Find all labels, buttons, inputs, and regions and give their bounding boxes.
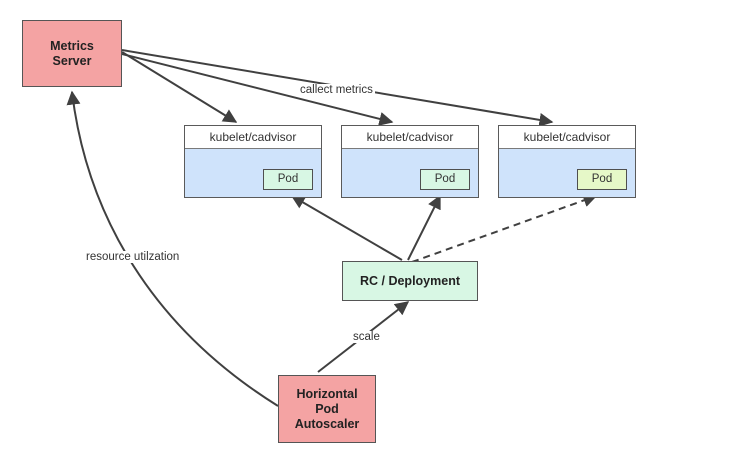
metrics-server-box: Metrics Server <box>22 20 122 87</box>
resource-utilization-label: resource utilzation <box>84 251 182 263</box>
kubelet-node-3-title: kubelet/cadvisor <box>499 126 635 149</box>
kubelet-node-2: kubelet/cadvisor Pod <box>341 125 479 198</box>
kubelet-node-1-body: Pod <box>185 149 321 197</box>
kubelet-node-3-body: Pod <box>499 149 635 197</box>
arrow-metrics-to-node-2 <box>121 53 394 126</box>
arrow-deployment-to-pod-3-dashed <box>411 193 598 263</box>
rc-deployment-label: RC / Deployment <box>359 274 460 288</box>
collect-metrics-label: callect metrics <box>298 84 375 96</box>
pod-1: Pod <box>263 169 313 190</box>
metrics-server-label: Metrics Server <box>50 38 94 68</box>
rc-deployment-box: RC / Deployment <box>342 261 478 301</box>
hpa-box: Horizontal Pod Autoscaler <box>278 375 376 443</box>
pod-3-new: Pod <box>577 169 627 190</box>
hpa-label: Horizontal Pod Autoscaler <box>294 386 360 431</box>
kubelet-node-1: kubelet/cadvisor Pod <box>184 125 322 198</box>
kubelet-node-2-title: kubelet/cadvisor <box>342 126 478 149</box>
arrow-deployment-to-pod-1 <box>290 195 403 261</box>
kubelet-node-2-body: Pod <box>342 149 478 197</box>
arrow-deployment-to-pod-2 <box>407 194 441 261</box>
kubelet-node-3: kubelet/cadvisor Pod <box>498 125 636 198</box>
kubelet-node-1-title: kubelet/cadvisor <box>185 126 321 149</box>
scale-label: scale <box>351 331 382 343</box>
arrow-metrics-to-node-1 <box>121 51 238 123</box>
pod-2: Pod <box>420 169 470 190</box>
